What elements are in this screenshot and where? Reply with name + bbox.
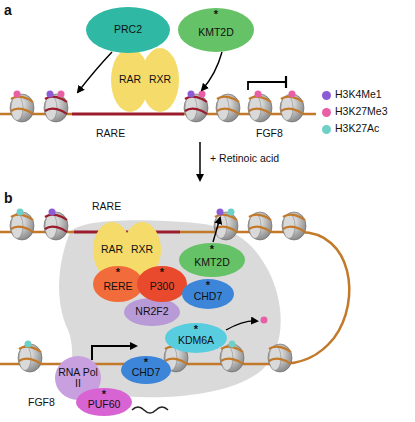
dna-wrap [221,347,243,364]
mark-dot [49,209,56,216]
asterisk-marker: * [214,9,218,20]
treatment-label: + Retinoic acid [210,152,279,164]
protein-ellipse: KMT2D * [178,8,254,52]
nucleosome [44,212,68,240]
nucleosome [44,94,68,122]
nucleosome [18,344,42,372]
protein-ellipse: RERE* [93,266,143,302]
dna-wrap [45,97,67,114]
region-label: RARE [96,127,125,139]
nucleosome [248,212,272,240]
mark-dot [25,341,32,348]
repression-line [248,82,286,90]
action-arrow [226,321,257,330]
asterisk-marker: * [102,389,106,400]
protein-ellipse: PRC2 [86,7,170,53]
legend-swatch [322,91,331,100]
action-arrow [202,52,222,90]
mark-dot [199,91,206,98]
protein-ellipse: P300* [137,266,187,302]
dna-wrap [249,215,271,232]
removed-mark [261,317,268,324]
nucleosome [216,94,240,122]
protein-ellipse: PUF60* [76,388,132,416]
protein-name: RXR [131,244,153,255]
asterisk-marker: * [194,324,198,335]
panel-letter: b [4,190,13,206]
nucleosome [280,94,304,122]
protein-name: RXR [149,74,171,85]
dna-wrap [11,215,33,232]
dna-wrap [11,97,33,114]
protein-name: NR2F2 [135,306,168,317]
mark-dot [47,91,54,98]
legend-text: H3K4Me1 [335,88,382,100]
dna-loop [0,232,349,364]
dna-wrap [283,215,305,232]
protein-ellipse: RXR [141,48,179,112]
transition-arrow [199,142,201,180]
action-arrow [78,52,112,92]
protein-ellipse: KDM6A* [165,323,227,353]
nucleosome [10,94,34,122]
mark-dot [228,209,235,216]
protein-ellipse: CHD7* [121,356,171,384]
dna-wrap [249,97,271,114]
repression-bar [285,76,287,88]
protein-ellipse: NR2F2 [124,298,180,326]
mark-dot [17,209,24,216]
asterisk-marker: * [210,244,214,255]
mark-dot [58,91,65,98]
nucleosome [268,344,292,372]
mark-dot [289,91,296,98]
legend-text: H3K27Ac [335,122,379,134]
dna-wrap [45,215,67,232]
mark-dot [229,341,236,348]
nucleosome [248,94,272,122]
protein-name: RAR [119,74,141,85]
dna-wrap [19,347,41,364]
asterisk-marker: * [144,357,148,368]
dna-wrap [185,97,207,114]
protein-name: RAR [101,244,123,255]
dna-wrap [281,97,303,114]
action-arrow [213,218,220,242]
protein-name: P300 [150,276,175,292]
mark-dot [188,91,195,98]
dna-wrap [217,97,239,114]
nucleosome [282,212,306,240]
mark-dot [217,209,224,216]
mark-dot [255,91,262,98]
asterisk-marker: * [160,267,164,278]
region-label: RARE [92,200,121,212]
asterisk-marker: * [116,267,120,278]
transcription-arrow [92,346,136,360]
rare-dna [72,113,184,116]
legend-swatch [322,125,331,134]
protein-ellipse: CHD7* [182,279,234,309]
protein-name: PRC2 [114,24,142,35]
mark-dot [14,91,21,98]
nucleosome [184,94,208,122]
dna-wrap [269,347,291,364]
protein-name: KMT2D [198,22,234,38]
protein-name: RERE [103,276,132,292]
nucleosome [10,212,34,240]
mrna-wave [132,407,168,413]
gene-label: FGF8 [256,127,283,139]
nucleosome-row [10,212,306,372]
histone-marks [17,209,268,348]
panel-letter: a [4,2,12,18]
protein-ellipse: KMT2D* [179,243,245,277]
nucleosome [220,344,244,372]
legend-swatch [322,108,331,117]
asterisk-marker: * [206,280,210,291]
legend-text: H3K27Me3 [335,105,388,117]
protein-name: RNA Pol II [55,367,101,389]
gene-label: FGF8 [28,396,55,408]
